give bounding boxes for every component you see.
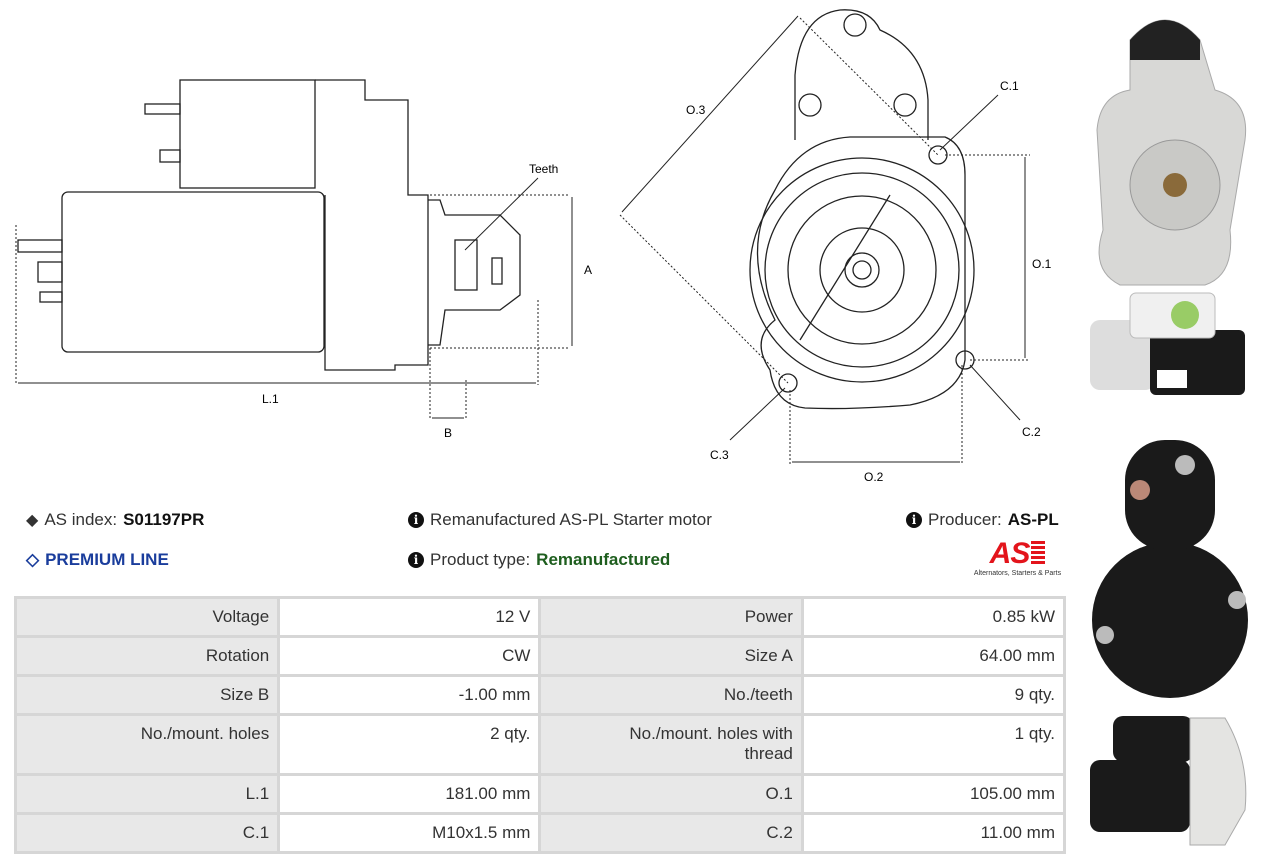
spec-label: Power <box>538 596 804 638</box>
spec-value: -1.00 mm <box>277 674 542 716</box>
spec-label: No./teeth <box>538 674 804 716</box>
spec-label: O.1 <box>538 773 804 815</box>
spec-value: M10x1.5 mm <box>277 812 542 854</box>
product-description: i Remanufactured AS-PL Starter motor <box>408 510 712 530</box>
front-view-drawing: O.3 C.1 O.1 C.2 C.3 O.2 <box>619 9 1052 484</box>
spec-value: 181.00 mm <box>277 773 542 815</box>
spec-label: No./mount. holes <box>13 713 281 776</box>
product-photos <box>1090 19 1248 846</box>
spec-value: 0.85 kW <box>800 596 1067 638</box>
o2-label: O.2 <box>864 470 884 484</box>
spec-value: 11.00 mm <box>800 812 1067 854</box>
o1-label: O.1 <box>1032 257 1052 271</box>
product-type-label: Product type: <box>430 550 531 569</box>
spec-label: C.1 <box>13 812 281 854</box>
as-pl-logo: AS Alternators, Starters & Parts <box>965 538 1070 578</box>
spec-value: 2 qty. <box>277 713 542 776</box>
o3-label: O.3 <box>686 103 706 117</box>
photo-side-view[interactable] <box>1090 292 1245 395</box>
size-b-label: B <box>444 426 452 440</box>
info-icon: i <box>408 552 424 568</box>
tags-icon: ◆ <box>26 512 39 529</box>
photo-top-view[interactable] <box>1090 716 1247 846</box>
side-view-drawing: Teeth A B L.1 <box>15 79 592 440</box>
photo-front-view[interactable] <box>1096 19 1247 286</box>
spec-label: Size B <box>13 674 281 716</box>
as-index: ◆ AS index: S01197PR <box>26 510 204 530</box>
producer: i Producer: AS-PL <box>906 510 1059 530</box>
spec-value: 105.00 mm <box>800 773 1067 815</box>
diamond-icon: ◇ <box>26 550 40 569</box>
product-type: i Product type: Remanufactured <box>408 550 670 570</box>
spec-label: Size A <box>538 635 804 677</box>
product-type-value: Remanufactured <box>536 550 671 569</box>
spec-value: 9 qty. <box>800 674 1067 716</box>
producer-value: AS-PL <box>1007 510 1059 529</box>
producer-label: Producer: <box>928 510 1002 529</box>
photo-rear-view[interactable] <box>1092 440 1248 698</box>
spec-label: No./mount. holes with thread <box>538 713 804 776</box>
spec-value: 1 qty. <box>800 713 1067 776</box>
premium-line-badge: ◇ PREMIUM LINE <box>26 550 169 570</box>
c3-label: C.3 <box>710 448 729 462</box>
teeth-label: Teeth <box>529 162 558 176</box>
spec-value: 12 V <box>277 596 542 638</box>
size-a-label: A <box>584 263 592 277</box>
spec-label: C.2 <box>538 812 804 854</box>
spec-label: Voltage <box>13 596 281 638</box>
logo-tagline: Alternators, Starters & Parts <box>973 570 1062 577</box>
spec-label: L.1 <box>13 773 281 815</box>
spec-label: Rotation <box>13 635 281 677</box>
spec-value: 64.00 mm <box>800 635 1067 677</box>
as-index-value: S01197PR <box>123 510 205 529</box>
premium-line-label: PREMIUM LINE <box>45 550 169 569</box>
description-text: Remanufactured AS-PL Starter motor <box>430 510 712 529</box>
c2-label: C.2 <box>1022 425 1041 439</box>
info-icon: i <box>408 512 424 528</box>
as-index-label: AS index: <box>44 510 118 529</box>
info-icon: i <box>906 512 922 528</box>
spec-value: CW <box>277 635 542 677</box>
c1-label: C.1 <box>1000 79 1019 93</box>
l1-label: L.1 <box>262 392 279 406</box>
